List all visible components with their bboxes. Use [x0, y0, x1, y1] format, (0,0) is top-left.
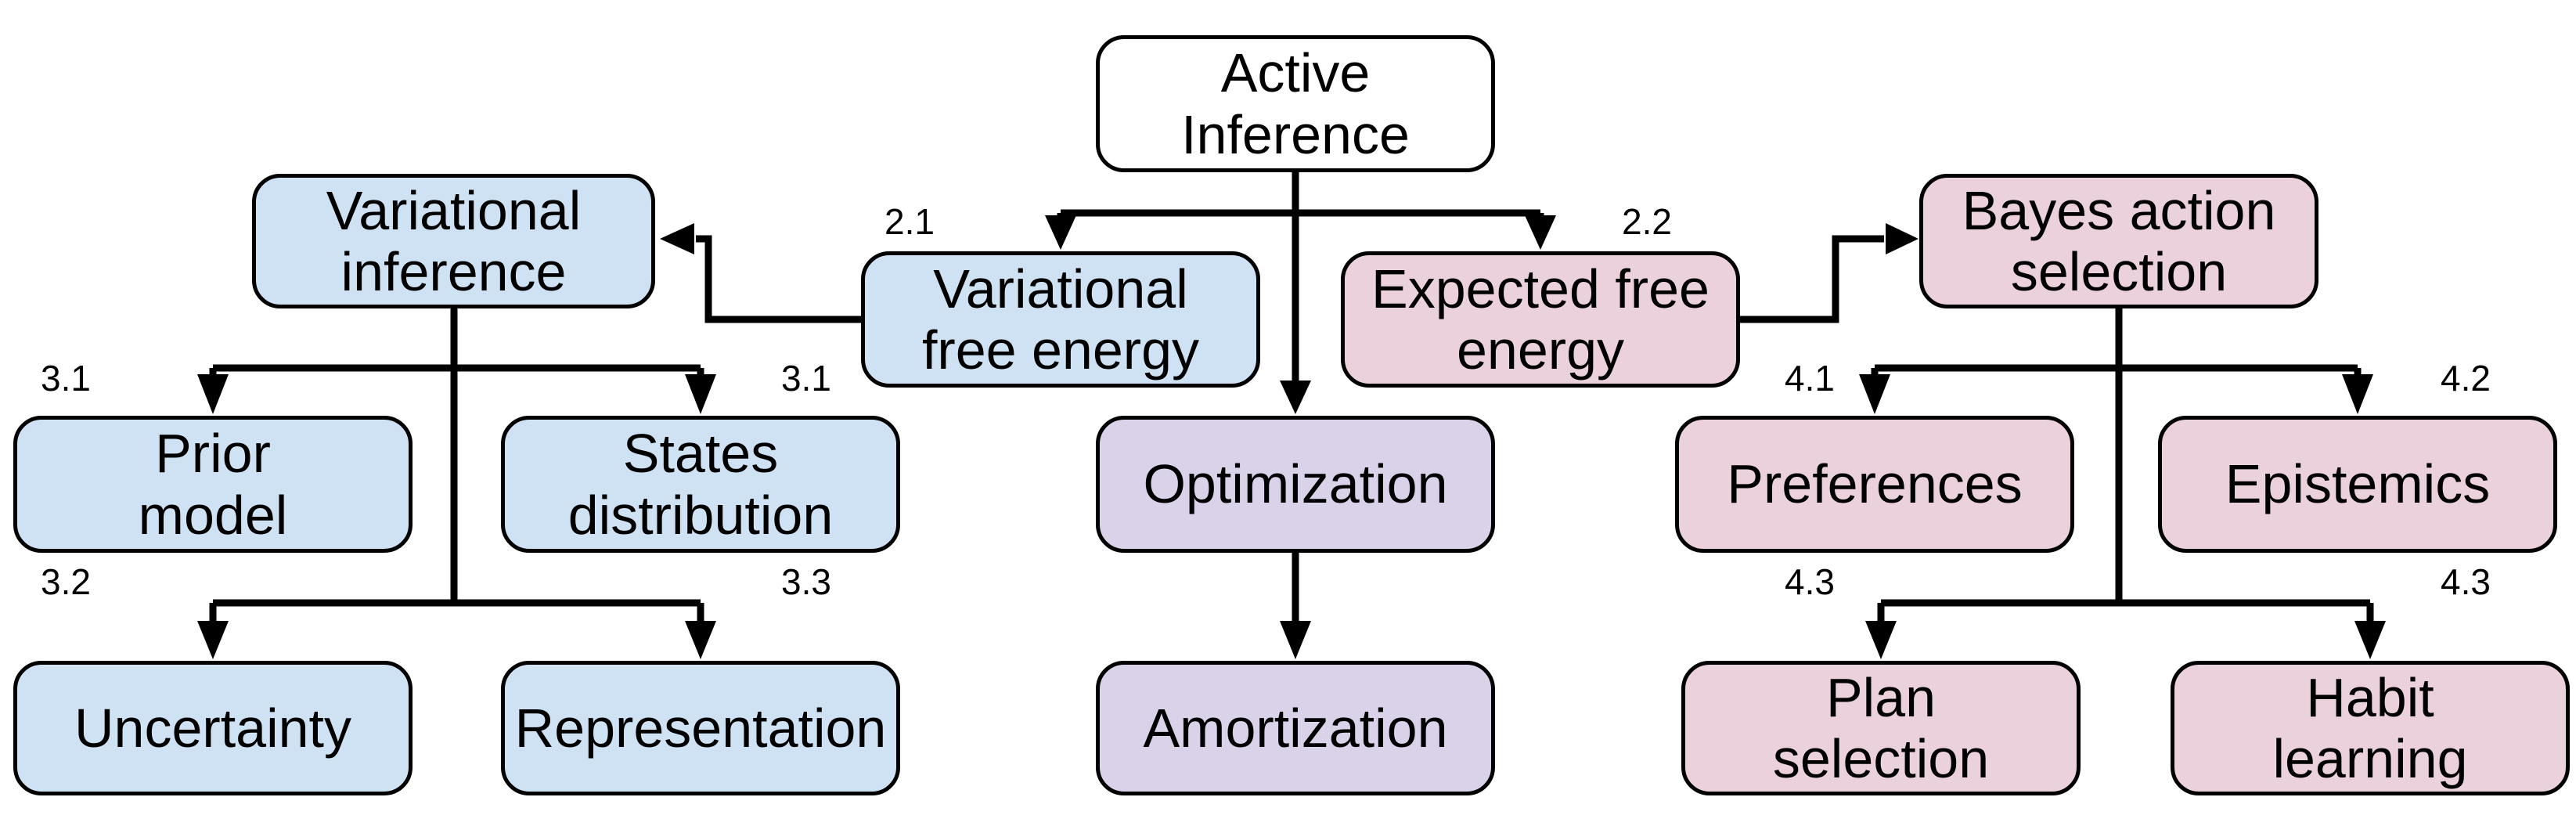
connector-active-split: [1045, 209, 1556, 250]
node-optimization: Optimization: [1096, 416, 1495, 553]
section-label-3-3: 3.3: [781, 561, 831, 602]
node-plan-selection: Plan selection: [1681, 661, 2081, 795]
node-variational-inference: Variational inference: [252, 174, 655, 308]
section-label-4-2: 4.2: [2441, 358, 2491, 399]
connector-vi-tree: [197, 307, 716, 659]
node-prior-model: Prior model: [13, 416, 413, 553]
node-habit-learning: Habit learning: [2171, 661, 2570, 795]
section-label-4-1: 4.1: [1785, 358, 1835, 399]
node-variational-free-energy: Variational free energy: [861, 251, 1260, 388]
node-uncertainty: Uncertainty: [13, 661, 413, 795]
node-active-inference: Active Inference: [1096, 35, 1495, 172]
connector-vfe-to-vi: [660, 223, 861, 323]
connector-bayes-tree: [1859, 307, 2386, 659]
section-label-4-3-right: 4.3: [2441, 561, 2491, 602]
section-label-2-1: 2.1: [884, 201, 935, 242]
node-preferences: Preferences: [1675, 416, 2074, 553]
section-label-2-2: 2.2: [1622, 201, 1672, 242]
connector-efe-to-bayes: [1740, 223, 1918, 323]
section-label-3-2: 3.2: [41, 561, 91, 602]
section-label-3-1-right: 3.1: [781, 358, 831, 399]
section-label-3-1-left: 3.1: [41, 358, 91, 399]
node-bayes-action-selection: Bayes action selection: [1919, 174, 2318, 308]
node-amortization: Amortization: [1096, 661, 1495, 795]
node-states-distribution: States distribution: [501, 416, 900, 553]
connector-active-to-optimization: [1280, 169, 1311, 414]
section-label-4-3-left: 4.3: [1785, 561, 1835, 602]
node-expected-free-energy: Expected free energy: [1341, 251, 1740, 388]
node-epistemics: Epistemics: [2158, 416, 2557, 553]
connector-optimization-to-amortization: [1280, 550, 1311, 659]
node-representation: Representation: [501, 661, 900, 795]
